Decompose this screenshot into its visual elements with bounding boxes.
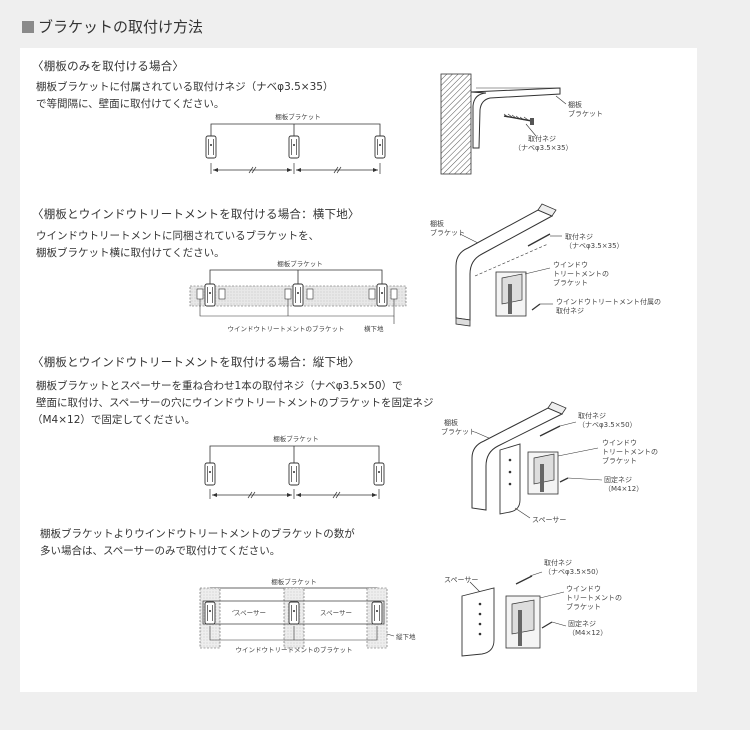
s4-wt-bracket-label: ウインドウトリートメントのブラケット — [236, 645, 353, 654]
s1-illust-screw-label-1: 取付ネジ — [528, 134, 556, 143]
s3-illust-wt-label-3: ブラケット — [602, 456, 637, 465]
s4-illust-fix-screw-label-2: （M4×12） — [568, 629, 607, 637]
page-title: ブラケットの取付け方法 — [38, 18, 204, 36]
s4-bracket-label: 棚板ブラケット — [271, 577, 317, 586]
s2-illust-wt-label-1: ウインドウ — [553, 261, 588, 269]
s3-illust-screw-label-1: 取付ネジ — [578, 411, 606, 420]
s3-illust-fix-screw-label-2: （M4×12） — [604, 485, 643, 493]
s3-illust-wt-label-1: ウインドウ — [602, 439, 637, 447]
s3-illust-fix-screw-label-1: 固定ネジ — [604, 475, 632, 484]
s4-illust-wt-label-2: トリートメントの — [566, 594, 622, 602]
s1-bracket-label: 棚板ブラケット — [275, 112, 321, 121]
heading-square-icon — [22, 20, 34, 33]
s3-bracket-label: 棚板ブラケット — [273, 434, 319, 443]
s4-side-label: 縦下地 — [396, 632, 416, 641]
s4-illust-fix-screw-label-1: 固定ネジ — [568, 619, 596, 628]
section-1-title: 〈棚板のみを取付ける場合〉 — [32, 59, 185, 73]
s2-illust-wt-screw-label-2: 取付ネジ — [556, 306, 584, 315]
content-panel: 〈棚板のみを取付ける場合〉 棚板ブラケットに付属されている取付けネジ（ナベφ3.… — [20, 48, 697, 692]
section-2-illustration: 棚板 ブラケット 取付ネジ （ナベφ3.5×35） ウインドウ トリートメントの… — [430, 203, 661, 327]
s2-illust-wt-screw-label-1: ウインドウトリートメント付属の — [556, 297, 661, 306]
s3-illust-wt-label-2: トリートメントの — [602, 448, 658, 456]
s2-illust-screw-label-1: 取付ネジ — [565, 232, 593, 241]
s2-illust-wt-label-3: ブラケット — [553, 278, 588, 287]
s4-spacer-label-1: スペーサー — [234, 609, 266, 617]
page-heading: ブラケットの取付け方法 — [22, 16, 203, 37]
s1-illust-bracket-label-2: ブラケット — [568, 109, 603, 118]
section-2-title: 〈棚板とウインドウトリートメントを取付ける場合：横下地〉 — [32, 207, 360, 221]
s3-illust-bracket-label-2: ブラケット — [441, 427, 476, 436]
section-2-line-1: ウインドウトリートメントに同梱されているブラケットを、 — [36, 230, 320, 242]
section-1-line-1: 棚板ブラケットに付属されている取付けネジ（ナベφ3.5×35） — [36, 81, 334, 93]
s4-spacer-label-2: スペーサー — [320, 609, 352, 617]
section-2-line-2: 棚板ブラケット横に取付けてください。 — [36, 247, 225, 259]
section-3-line-2: 壁面に取付け、スペーサーの穴にウインドウトリートメントのブラケットを固定ネジ — [36, 397, 434, 409]
s1-illust-screw-label-2: （ナベφ3.5×35） — [514, 144, 573, 152]
section-1-side-illustration: 棚板 ブラケット 取付ネジ （ナベφ3.5×35） — [440, 73, 603, 175]
s2-side-label: 横下地 — [364, 324, 384, 333]
s2-illust-bracket-label-1: 棚板 — [430, 219, 444, 228]
s3-illust-screw-label-2: （ナベφ3.5×50） — [578, 421, 637, 429]
s2-illust-wt-label-2: トリートメントの — [553, 270, 609, 278]
s4-illust-wt-label-3: ブラケット — [566, 602, 601, 611]
section-2-front-diagram: 棚板ブラケット ウインドウトリートメントのブラケット 横下地 — [189, 259, 407, 333]
section-4-illustration: スペーサー 取付ネジ （ナベφ3.5×50） ウインドウ トリートメントの ブラ… — [444, 558, 622, 657]
s2-wt-bracket-label: ウインドウトリートメントのブラケット — [228, 324, 345, 333]
section-4-line-1: 棚板ブラケットよりウインドウトリートメントのブラケットの数が — [40, 528, 355, 540]
section-3-line-1: 棚板ブラケットとスペーサーを重ね合わせ1本の取付ネジ（ナベφ3.5×50）で — [36, 380, 403, 392]
section-1-front-diagram: 棚板ブラケット — [205, 112, 386, 174]
s1-bracket-right — [374, 135, 386, 159]
s1-bracket-left — [205, 135, 217, 159]
s1-bracket-center — [288, 135, 300, 159]
s2-illust-screw-label-2: （ナベφ3.5×35） — [565, 242, 624, 250]
s3-illust-spacer-label: スペーサー — [532, 516, 566, 524]
s4-illust-wt-label-1: ウインドウ — [566, 585, 601, 593]
s3-illust-bracket-label-1: 棚板 — [444, 418, 458, 427]
s1-illust-bracket-label-1: 棚板 — [568, 100, 582, 109]
section-3-illustration: 棚板 ブラケット 取付ネジ （ナベφ3.5×50） ウインドウ トリートメントの… — [441, 401, 658, 524]
s4-illust-screw-label-2: （ナベφ3.5×50） — [544, 568, 603, 576]
section-3-front-diagram: 棚板ブラケット — [204, 434, 385, 499]
diagram-canvas: 棚板ブラケット — [189, 73, 661, 657]
section-3-line-3: （M4×12）で固定してください。 — [32, 414, 196, 426]
s4-illust-screw-label-1: 取付ネジ — [544, 558, 572, 567]
s2-bracket-label: 棚板ブラケット — [277, 259, 323, 268]
s4-illust-spacer-label: スペーサー — [444, 576, 478, 584]
section-3-title: 〈棚板とウインドウトリートメントを取付ける場合：縦下地〉 — [32, 355, 360, 369]
section-1-line-2: で等間隔に、壁面に取付けてください。 — [36, 98, 225, 110]
section-4-line-2: 多い場合は、スペーサーのみで取付けてください。 — [40, 545, 281, 557]
s2-illust-bracket-label-2: ブラケット — [430, 228, 465, 237]
section-4-front-diagram: 棚板ブラケット スペーサー スペーサー ウインドウトリートメントのブラケット 縦… — [199, 577, 416, 654]
